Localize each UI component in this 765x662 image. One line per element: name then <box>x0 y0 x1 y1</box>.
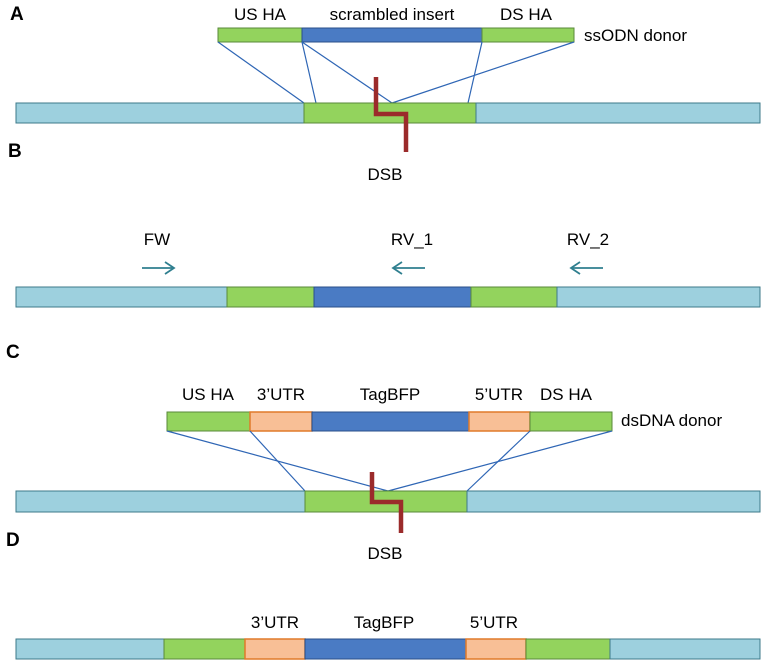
ssodn-us-ha <box>217 27 303 43</box>
ssodn-alignment-lines <box>217 41 575 104</box>
ssodn-ds-ha-label: DS HA <box>500 5 553 24</box>
dsdna-utr5 <box>468 411 531 432</box>
dsdna-donor-name: dsDNA donor <box>621 411 722 430</box>
edited-locus-d <box>15 638 761 660</box>
edited-utr5-label: 5’UTR <box>470 613 518 632</box>
edited-utr3-label: 3’UTR <box>251 613 299 632</box>
arrow-left-icon <box>569 261 603 275</box>
panel-d-letter: D <box>6 530 20 551</box>
panel-a-letter: A <box>10 4 24 25</box>
dsdna-utr5-label: 5’UTR <box>475 385 523 404</box>
ssodn-us-ha-label: US HA <box>234 5 287 24</box>
dsdna-us-ha-label: US HA <box>182 385 235 404</box>
panel-b-letter: B <box>8 141 22 162</box>
dsb-label-a: DSB <box>368 165 403 184</box>
dsb-cut-a <box>373 77 409 152</box>
dsdna-alignment-lines <box>166 430 613 492</box>
align-line <box>391 41 575 104</box>
ssodn-donor-name: ssODN donor <box>584 26 687 45</box>
align-line <box>467 41 483 104</box>
us-ha-region <box>226 286 315 308</box>
edited-insert-label: TagBFP <box>354 613 414 632</box>
primer-label-rv2: RV_2 <box>567 230 609 249</box>
edited-locus-b <box>15 286 761 308</box>
arrow-right-icon <box>142 261 176 275</box>
primer-label-fw: FW <box>144 230 170 249</box>
ssodn-insert <box>301 27 483 43</box>
genome-right <box>475 102 761 124</box>
genome-c <box>15 490 761 513</box>
ds-ha-region <box>525 638 611 660</box>
dsdna-utr3 <box>249 411 313 432</box>
primer-label-rv1: RV_1 <box>391 230 433 249</box>
dsb-label-c: DSB <box>368 544 403 563</box>
ssodn-insert-label: scrambled insert <box>330 5 455 24</box>
insert-region <box>313 286 472 308</box>
dsdna-donor <box>166 411 613 432</box>
ssodn-donor <box>217 27 575 43</box>
align-line <box>301 41 317 104</box>
ssodn-ds-ha <box>481 27 575 43</box>
dsdna-insert <box>311 411 470 432</box>
us-ha-region <box>163 638 246 660</box>
ds-ha-region <box>470 286 558 308</box>
dsdna-ds-ha <box>529 411 613 432</box>
dsb-cut-c <box>369 472 404 533</box>
genome-left <box>15 286 228 308</box>
align-line <box>217 41 305 104</box>
insert-region <box>304 638 467 660</box>
utr3-region <box>244 638 306 660</box>
dsdna-ds-ha-label: DS HA <box>540 385 593 404</box>
genome-right <box>556 286 761 308</box>
genome-left <box>15 490 306 513</box>
dsdna-us-ha <box>166 411 251 432</box>
utr5-region <box>465 638 527 660</box>
align-line <box>301 41 393 104</box>
align-line <box>249 430 306 492</box>
genome-right <box>466 490 761 513</box>
align-line <box>387 430 613 492</box>
genome-left <box>15 102 305 124</box>
genome-right <box>609 638 761 660</box>
dsdna-utr3-label: 3’UTR <box>257 385 305 404</box>
arrow-left-icon <box>391 261 425 275</box>
genome-left <box>15 638 165 660</box>
dsdna-insert-label: TagBFP <box>360 385 420 404</box>
panel-c-letter: C <box>6 342 20 363</box>
